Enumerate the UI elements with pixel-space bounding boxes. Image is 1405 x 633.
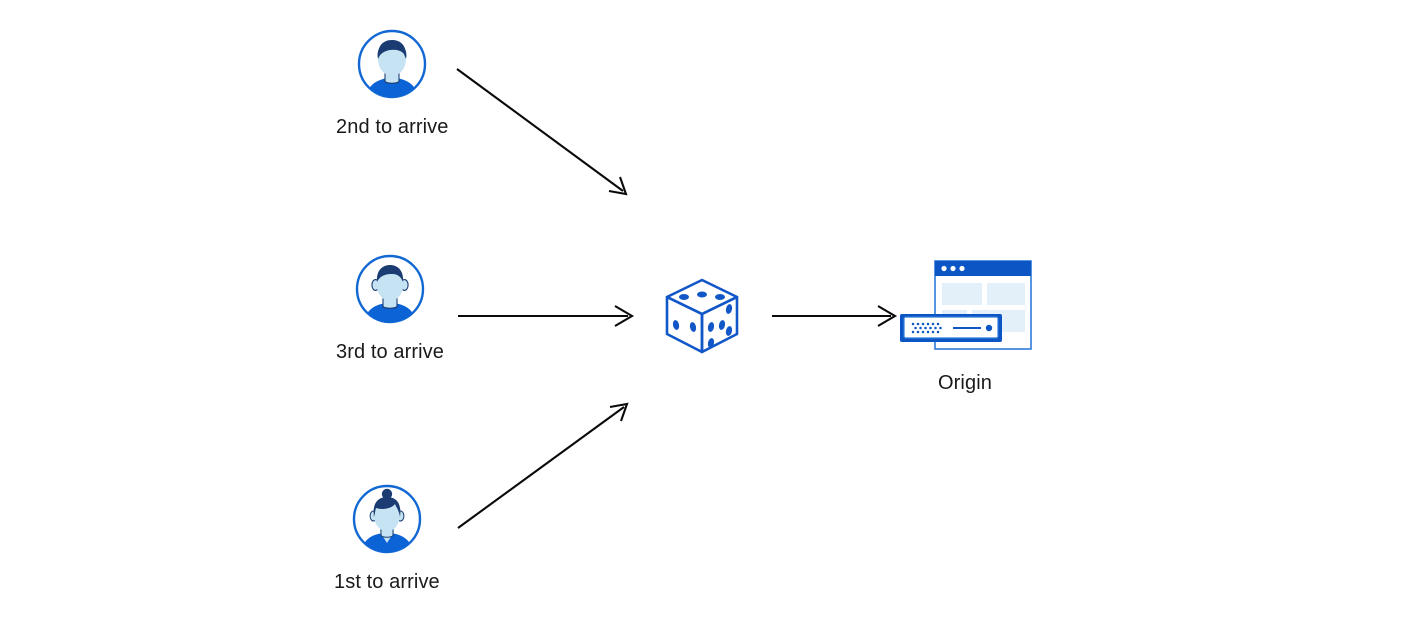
dice-icon	[665, 278, 739, 354]
node-visitor-3rd[interactable]: 3rd to arrive	[336, 253, 444, 364]
node-load-balancer[interactable]	[659, 273, 745, 359]
router-device-icon	[900, 314, 1002, 342]
arrow-dice-to-origin	[772, 305, 898, 327]
node-visitor-1st[interactable]: 1st to arrive	[334, 483, 440, 594]
origin-server-browser-icon	[900, 260, 1032, 350]
avatar-male-short-hair-icon	[358, 29, 427, 99]
arrow-3rd-to-dice	[458, 305, 635, 327]
node-label-visitor-3rd: 3rd to arrive	[336, 341, 445, 363]
node-label-visitor-2nd: 2nd to arrive	[336, 116, 449, 138]
node-label-origin: Origin	[938, 372, 992, 394]
arrow-2nd-to-dice	[456, 68, 628, 196]
node-label-visitor-1st: 1st to arrive	[334, 571, 440, 593]
node-visitor-2nd[interactable]: 2nd to arrive	[336, 28, 448, 139]
avatar-female-bun-icon	[352, 484, 422, 554]
node-origin[interactable]: Origin	[897, 259, 1033, 395]
arrow-1st-to-dice	[457, 402, 629, 529]
avatar-male-with-ears-icon	[355, 254, 425, 324]
